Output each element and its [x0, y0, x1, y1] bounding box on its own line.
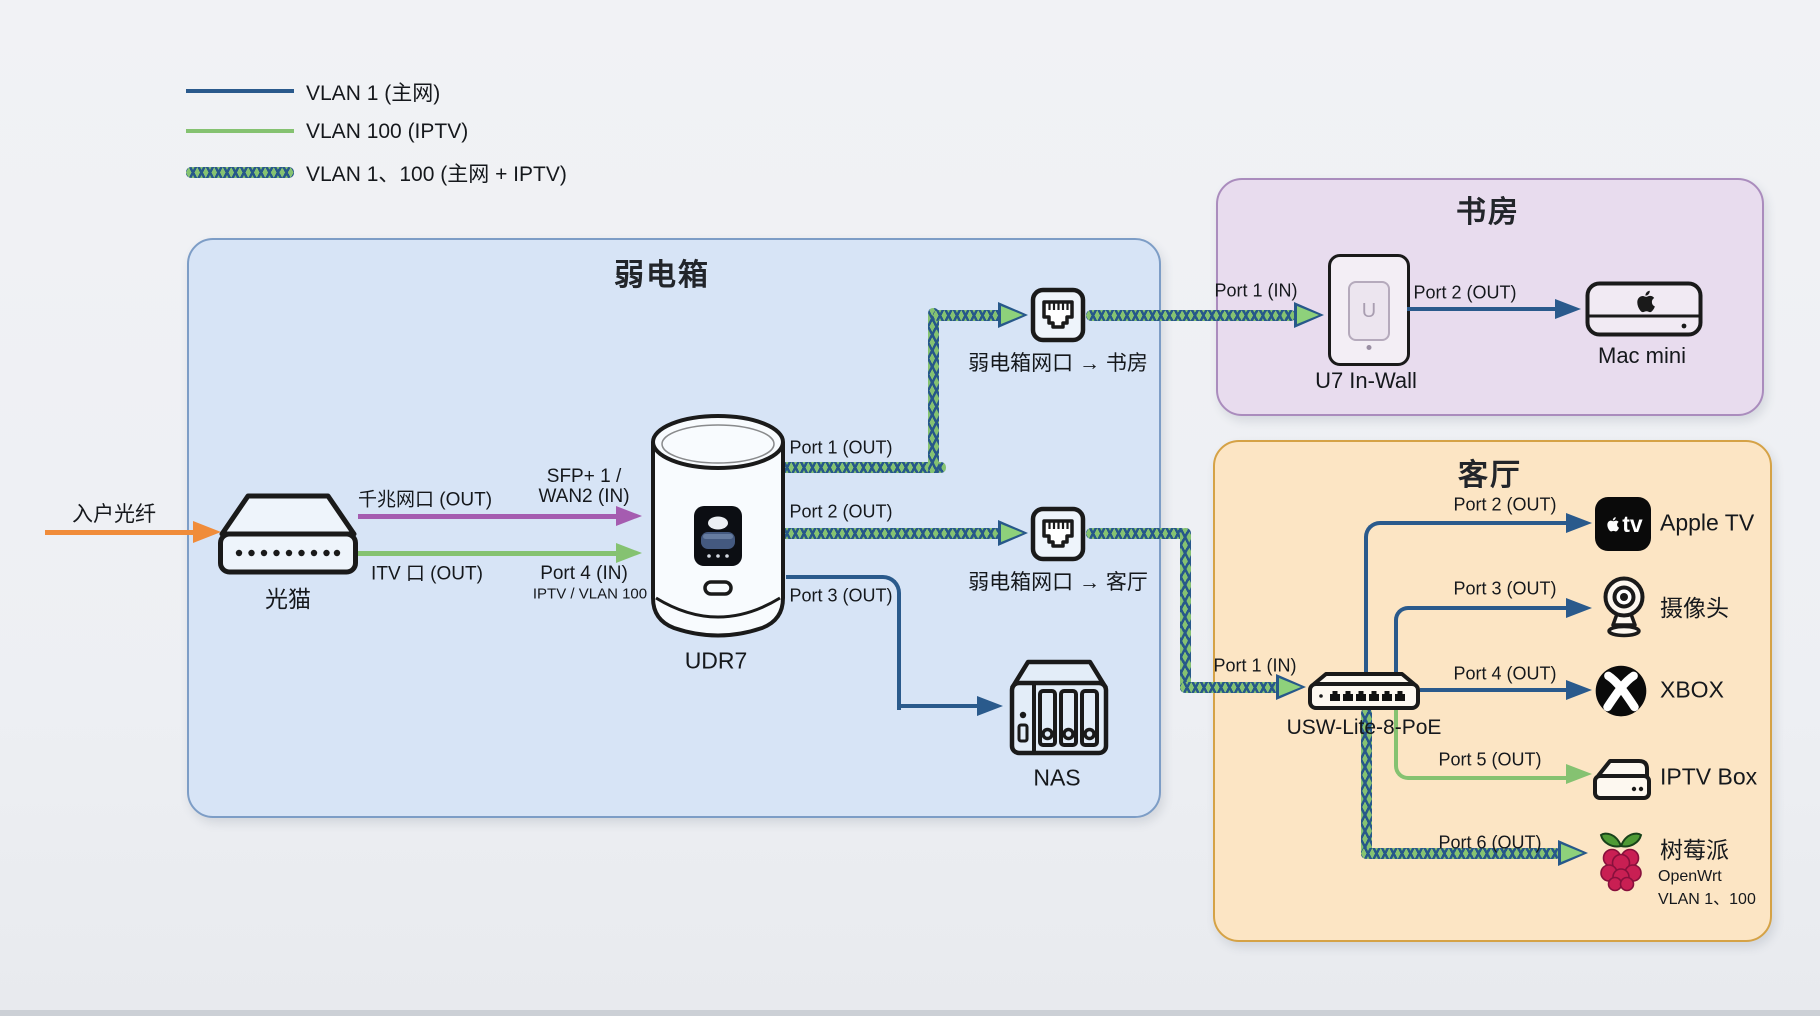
macmini-arrowhead	[1555, 299, 1581, 319]
router-port3-elbow	[786, 575, 901, 710]
living-port-in-label: Port 1 (IN)	[1213, 655, 1297, 676]
jack-living-arrow-inner	[1001, 524, 1023, 542]
living-trunk-braid-v	[1180, 528, 1191, 690]
xbox-icon	[1594, 664, 1648, 718]
legend-label-vlan1: VLAN 1 (主网)	[306, 82, 441, 105]
iptvbox-icon	[1592, 756, 1652, 802]
living-port6-label: Port 6 (OUT)	[1438, 832, 1542, 853]
living-port3-label: Port 3 (OUT)	[1453, 578, 1557, 599]
rpi-braid-h	[1361, 848, 1561, 859]
appletv-icon: tv	[1595, 497, 1651, 551]
macmini-line	[1407, 307, 1557, 311]
u7-led	[1366, 345, 1372, 350]
camera-arrowhead	[1566, 598, 1592, 618]
router-in-bottom-label-1: Port 4 (IN)	[540, 563, 628, 584]
camera-icon	[1598, 574, 1650, 638]
switch-label: USW-Lite-8-PoE	[1286, 716, 1442, 739]
iptvbox-elbow	[1394, 708, 1572, 780]
u7-in-arrow-inner	[1297, 306, 1319, 324]
raspberrypi-icon	[1596, 830, 1646, 892]
study-port-in-label: Port 1 (IN)	[1214, 280, 1298, 301]
living-trunk-braid-h2	[1180, 682, 1280, 693]
legend-line-vlan100	[186, 129, 294, 133]
router-port2-braid-h1	[780, 528, 1002, 539]
modem-out-bottom-label: ITV 口 (OUT)	[371, 563, 483, 585]
router-icon	[650, 412, 786, 644]
ethernet-jack-study-icon	[1030, 287, 1086, 343]
study-title: 书房	[1456, 196, 1520, 229]
fiber-arrowhead	[193, 521, 221, 543]
living-trunk-braid-h1	[1086, 528, 1186, 539]
jack-study-arrow-inner	[1001, 306, 1023, 324]
iptv-link-line	[358, 551, 620, 556]
living-port2-label: Port 2 (OUT)	[1453, 494, 1557, 515]
living-title: 客厅	[1458, 459, 1522, 492]
study-trunk-braid	[1086, 310, 1296, 321]
rpi-braid-v	[1361, 708, 1372, 858]
router-port1-label: Port 1 (OUT)	[789, 437, 893, 458]
fiber-line	[45, 530, 195, 535]
switch-icon	[1308, 671, 1420, 711]
living-port4-label: Port 4 (OUT)	[1453, 663, 1557, 684]
router-in-top-label-1: SFP+ 1 /	[546, 466, 622, 487]
study-port-out-label: Port 2 (OUT)	[1413, 282, 1517, 303]
fiber-in-label: 入户光纤	[72, 503, 156, 526]
router-port1-braid-h1	[780, 462, 946, 473]
legend-label-vlan1-100: VLAN 1、100 (主网 + IPTV)	[306, 163, 567, 186]
raspberrypi-sub2: VLAN 1、100	[1658, 891, 1756, 908]
nas-arrowhead	[977, 696, 1003, 716]
iptvbox-arrowhead	[1566, 764, 1592, 784]
router-port1-braid-v	[928, 308, 939, 473]
raspberrypi-label: 树莓派	[1660, 837, 1729, 863]
router-in-top-label-2: WAN2 (IN)	[538, 486, 630, 507]
router-port1-braid-h2	[933, 310, 1003, 321]
apple-logo-icon	[1607, 517, 1620, 532]
xbox-label: XBOX	[1660, 676, 1724, 703]
macmini-label: Mac mini	[1597, 343, 1687, 368]
wan-link-arrowhead	[616, 506, 642, 526]
wan-link-line	[358, 514, 620, 519]
u7-badge: U	[1361, 299, 1377, 322]
camera-label: 摄像头	[1660, 595, 1729, 621]
iptvbox-label: IPTV Box	[1660, 763, 1758, 790]
modem-out-top-label: 千兆网口 (OUT)	[357, 489, 493, 511]
router-port2-label: Port 2 (OUT)	[789, 501, 893, 522]
camera-elbow	[1394, 606, 1572, 677]
living-port5-label: Port 5 (OUT)	[1438, 749, 1542, 770]
xbox-arrowhead	[1566, 680, 1592, 700]
jack-study-label: 弱电箱网口 → 书房	[968, 352, 1148, 375]
iptv-link-arrowhead	[616, 543, 642, 563]
weak-box-title: 弱电箱	[614, 259, 710, 292]
macmini-icon	[1585, 281, 1703, 337]
nas-label: NAS	[1033, 764, 1081, 791]
jack-living-label: 弱电箱网口 → 客厅	[968, 571, 1148, 594]
appletv-arrowhead	[1566, 513, 1592, 533]
xbox-line	[1420, 688, 1568, 692]
legend-label-vlan100: VLAN 100 (IPTV)	[306, 120, 469, 143]
u7-inwall-icon: U	[1328, 254, 1410, 366]
modem-icon	[218, 492, 358, 576]
appletv-label: Apple TV	[1660, 509, 1755, 536]
u7-panel: U	[1348, 281, 1390, 341]
u7-inwall-label: U7 In-Wall	[1315, 368, 1417, 393]
router-port3-label: Port 3 (OUT)	[789, 585, 893, 606]
modem-label: 光猫	[265, 586, 311, 612]
appletv-elbow	[1364, 521, 1572, 677]
raspberrypi-sub1: OpenWrt	[1658, 868, 1722, 885]
router-in-bottom-label-2: IPTV / VLAN 100	[532, 585, 648, 603]
nas-icon	[1006, 655, 1112, 759]
legend-line-vlan1	[186, 89, 294, 93]
appletv-badge-tv: tv	[1622, 510, 1643, 537]
ethernet-jack-living-icon	[1030, 506, 1086, 562]
legend-line-vlan1-100	[186, 167, 294, 178]
switch-in-arrow-inner	[1279, 678, 1301, 696]
rpi-arrow-inner	[1561, 844, 1583, 862]
bottom-edge	[0, 1010, 1820, 1016]
router-label: UDR7	[684, 647, 748, 674]
nas-line	[897, 704, 979, 708]
